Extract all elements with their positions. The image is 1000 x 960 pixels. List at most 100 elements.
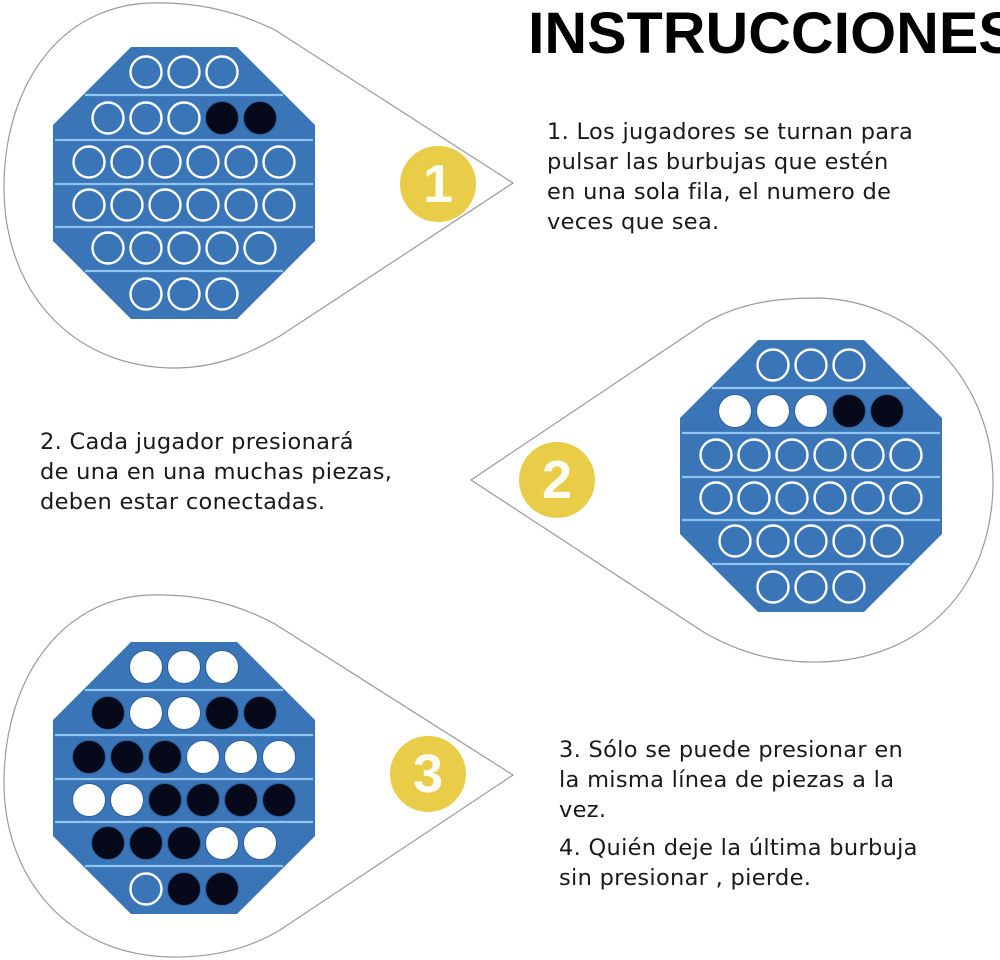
unpressed-bubble bbox=[813, 481, 847, 515]
unpressed-bubble bbox=[243, 231, 277, 265]
unpressed-bubble bbox=[756, 570, 790, 604]
pressed-black-bubble bbox=[205, 872, 239, 906]
step-2-line: de una en una muchas piezas, bbox=[40, 459, 393, 485]
pressed-black-bubble bbox=[243, 101, 277, 135]
pressed-black-bubble bbox=[91, 826, 125, 860]
unpressed-bubble bbox=[718, 524, 752, 558]
pressed-white-bubble bbox=[224, 740, 258, 774]
unpressed-bubble bbox=[870, 524, 904, 558]
unpressed-bubble bbox=[129, 872, 163, 906]
unpressed-bubble bbox=[205, 55, 239, 89]
unpressed-bubble bbox=[72, 145, 106, 179]
board-graphic bbox=[680, 340, 942, 612]
step-1-line: 1. Los jugadores se turnan para bbox=[547, 119, 914, 145]
pressed-black-bubble bbox=[205, 101, 239, 135]
pressed-white-bubble bbox=[110, 783, 144, 817]
pressed-black-bubble bbox=[870, 394, 904, 428]
pressed-white-bubble bbox=[72, 783, 106, 817]
step-1-badge: 1 bbox=[400, 146, 476, 222]
unpressed-bubble bbox=[262, 145, 296, 179]
pressed-white-bubble bbox=[205, 650, 239, 684]
step-3-line: la misma línea de piezas a la bbox=[559, 767, 895, 793]
step-3-badge: 3 bbox=[390, 736, 466, 812]
pressed-white-bubble bbox=[756, 394, 790, 428]
pressed-black-bubble bbox=[832, 394, 866, 428]
step-2-badge: 2 bbox=[519, 442, 595, 518]
pressed-black-bubble bbox=[205, 696, 239, 730]
unpressed-bubble bbox=[129, 231, 163, 265]
step-1-line: pulsar las burbujas que estén bbox=[547, 149, 889, 175]
pressed-black-bubble bbox=[224, 783, 258, 817]
page-title: INSTRUCCIONES bbox=[528, 1, 1000, 66]
step-1-text: 1. Los jugadores se turnan para pulsar l… bbox=[547, 117, 913, 237]
unpressed-bubble bbox=[794, 348, 828, 382]
unpressed-bubble bbox=[832, 348, 866, 382]
pressed-white-bubble bbox=[167, 650, 201, 684]
unpressed-bubble bbox=[148, 188, 182, 222]
step-2-text: 2. Cada jugador presionará de una en una… bbox=[40, 427, 392, 517]
step-2-number: 2 bbox=[541, 450, 573, 510]
pressed-black-bubble bbox=[129, 826, 163, 860]
pressed-white-bubble bbox=[167, 696, 201, 730]
unpressed-bubble bbox=[889, 438, 923, 472]
step-4-line: sin presionar , pierde. bbox=[559, 865, 812, 891]
step-3-number: 3 bbox=[412, 744, 444, 804]
unpressed-bubble bbox=[148, 145, 182, 179]
step-2-line: deben estar conectadas. bbox=[40, 489, 326, 515]
unpressed-bubble bbox=[167, 101, 201, 135]
pressed-black-bubble bbox=[262, 783, 296, 817]
board-graphic bbox=[53, 47, 315, 319]
pressed-white-bubble bbox=[718, 394, 752, 428]
pressed-black-bubble bbox=[167, 872, 201, 906]
pressed-white-bubble bbox=[205, 826, 239, 860]
unpressed-bubble bbox=[813, 438, 847, 472]
pressed-black-bubble bbox=[167, 826, 201, 860]
pressed-white-bubble bbox=[794, 394, 828, 428]
unpressed-bubble bbox=[129, 101, 163, 135]
pressed-black-bubble bbox=[186, 783, 220, 817]
unpressed-bubble bbox=[205, 231, 239, 265]
unpressed-bubble bbox=[794, 524, 828, 558]
pressed-black-bubble bbox=[110, 740, 144, 774]
pressed-white-bubble bbox=[129, 650, 163, 684]
unpressed-bubble bbox=[832, 524, 866, 558]
unpressed-bubble bbox=[167, 231, 201, 265]
step-4-text: 4. Quién deje la última burbuja sin pres… bbox=[559, 833, 918, 893]
unpressed-bubble bbox=[72, 188, 106, 222]
board-step-3 bbox=[53, 642, 315, 914]
pressed-black-bubble bbox=[148, 783, 182, 817]
step-3-text: 3. Sólo se puede presionar en la misma l… bbox=[559, 735, 903, 825]
unpressed-bubble bbox=[699, 481, 733, 515]
unpressed-bubble bbox=[737, 438, 771, 472]
unpressed-bubble bbox=[205, 277, 239, 311]
unpressed-bubble bbox=[775, 481, 809, 515]
step-1-number: 1 bbox=[422, 154, 454, 214]
step-2-line: 2. Cada jugador presionará bbox=[40, 429, 354, 455]
unpressed-bubble bbox=[186, 145, 220, 179]
step-3-line: vez. bbox=[559, 797, 607, 823]
unpressed-bubble bbox=[851, 438, 885, 472]
pressed-white-bubble bbox=[243, 826, 277, 860]
unpressed-bubble bbox=[129, 55, 163, 89]
unpressed-bubble bbox=[889, 481, 923, 515]
unpressed-bubble bbox=[737, 481, 771, 515]
step-1-line: en una sola fila, el numero de bbox=[547, 179, 892, 205]
unpressed-bubble bbox=[775, 438, 809, 472]
pressed-white-bubble bbox=[129, 696, 163, 730]
pressed-black-bubble bbox=[72, 740, 106, 774]
board-step-1 bbox=[53, 47, 315, 319]
unpressed-bubble bbox=[794, 570, 828, 604]
step-4-line: 4. Quién deje la última burbuja bbox=[559, 835, 918, 861]
unpressed-bubble bbox=[756, 348, 790, 382]
unpressed-bubble bbox=[110, 145, 144, 179]
unpressed-bubble bbox=[224, 188, 258, 222]
unpressed-bubble bbox=[186, 188, 220, 222]
unpressed-bubble bbox=[91, 101, 125, 135]
unpressed-bubble bbox=[129, 277, 163, 311]
unpressed-bubble bbox=[699, 438, 733, 472]
board-graphic bbox=[53, 642, 315, 914]
pressed-black-bubble bbox=[91, 696, 125, 730]
step-3-line: 3. Sólo se puede presionar en bbox=[559, 737, 904, 763]
unpressed-bubble bbox=[832, 570, 866, 604]
step-1-line: veces que sea. bbox=[547, 209, 720, 235]
